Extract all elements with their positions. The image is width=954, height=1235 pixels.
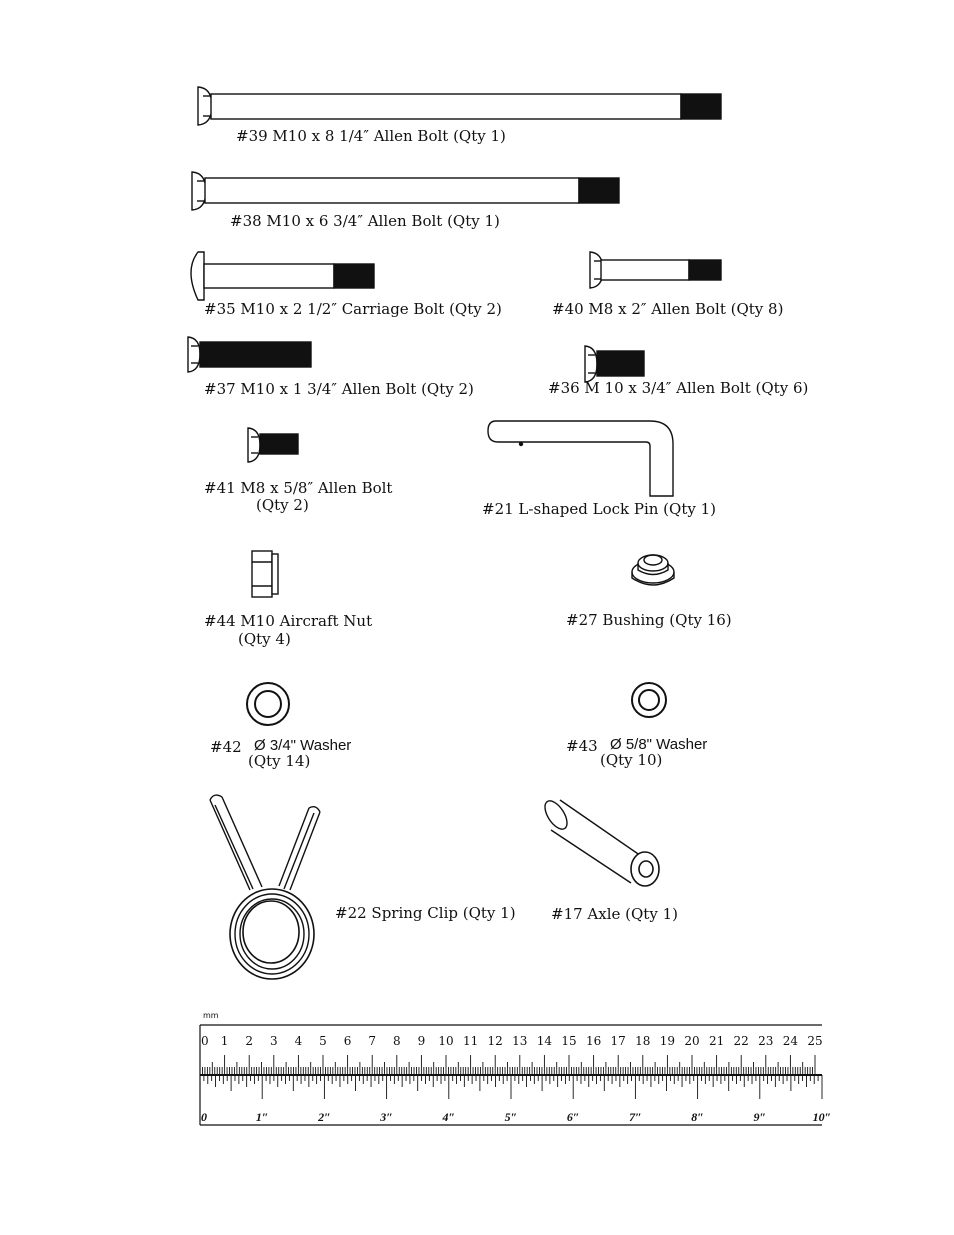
- part-41-qty: (Qty 2): [256, 496, 309, 514]
- part-44-label: #44 M10 Aircraft Nut: [204, 612, 373, 630]
- ruler-cm-label: 16: [586, 1034, 601, 1048]
- ruler-cm-label: 21: [709, 1034, 724, 1048]
- part-42-label: #42: [210, 738, 242, 756]
- bolt-38-drawing: [191, 171, 620, 211]
- ruler-inch-label: 8″: [691, 1110, 704, 1124]
- ruler-drawing: [199, 1024, 823, 1126]
- bolt-39-drawing: [197, 86, 722, 126]
- ruler-cm-label: 25: [807, 1034, 822, 1048]
- part-39-label: #39 M10 x 8 1/4″ Allen Bolt (Qty 1): [236, 127, 506, 145]
- washer-43-drawing: [631, 682, 667, 718]
- ruler-cm-label: 6: [344, 1034, 352, 1048]
- washer-42-drawing: [246, 682, 290, 726]
- bolt-40-drawing: [589, 251, 722, 289]
- bushing-27-drawing: [631, 554, 675, 586]
- ruler-cm-label: 24: [783, 1034, 799, 1048]
- ruler-cm-label: 1: [221, 1034, 229, 1048]
- ruler-cm-label: 11: [463, 1034, 478, 1048]
- ruler-cm-label: 15: [561, 1034, 576, 1048]
- ruler-cm-label: 4: [295, 1034, 303, 1048]
- nut-44-drawing: [251, 550, 279, 598]
- bolt-37-drawing: [187, 336, 312, 373]
- ruler-cm-label: 8: [393, 1034, 401, 1048]
- part-40-label: #40 M8 x 2″ Allen Bolt (Qty 8): [552, 300, 784, 318]
- part-27-label: #27 Bushing (Qty 16): [566, 611, 732, 629]
- ruler-inch-label: 1″: [256, 1110, 269, 1124]
- ruler-cm-label: 0: [201, 1034, 209, 1048]
- ruler-cm-label: 12: [488, 1034, 503, 1048]
- bolt-36-drawing: [584, 345, 645, 383]
- part-22-label: #22 Spring Clip (Qty 1): [335, 904, 516, 922]
- part-43-qty: (Qty 10): [600, 751, 663, 769]
- ruler-cm-label: 14: [537, 1034, 553, 1048]
- ruler-inch-label: 4″: [441, 1110, 455, 1124]
- lock-pin-21-drawing: [487, 420, 674, 497]
- ruler-mm-unit: mm: [203, 1011, 219, 1020]
- ruler-cm-label: 13: [512, 1034, 527, 1048]
- part-38-label: #38 M10 x 6 3/4″ Allen Bolt (Qty 1): [230, 212, 500, 230]
- part-36-label: #36 M 10 x 3/4″ Allen Bolt (Qty 6): [548, 379, 809, 397]
- part-21-label: #21 L-shaped Lock Pin (Qty 1): [482, 500, 716, 518]
- ruler-inch-label: 7″: [629, 1110, 642, 1124]
- part-41-label: #41 M8 x 5/8″ Allen Bolt: [204, 479, 393, 497]
- part-37-label: #37 M10 x 1 3/4″ Allen Bolt (Qty 2): [204, 380, 474, 398]
- part-43-desc: Ø 5/8" Washer: [610, 736, 708, 753]
- axle-17-drawing: [544, 799, 660, 887]
- ruler-cm-label: 7: [368, 1034, 376, 1048]
- spring-clip-22-drawing: [209, 794, 321, 980]
- ruler-cm-label: 2: [245, 1034, 253, 1048]
- ruler-inch-label: 3″: [379, 1110, 393, 1124]
- ruler-cm-label: 18: [635, 1034, 650, 1048]
- ruler-cm-label: 17: [611, 1034, 626, 1048]
- ruler-inch-label: 5″: [505, 1110, 518, 1124]
- ruler-cm-label: 19: [660, 1034, 675, 1048]
- ruler-cm-label: 20: [684, 1034, 699, 1048]
- ruler-cm-label: 23: [758, 1034, 773, 1048]
- ruler-cm-label: 5: [319, 1034, 327, 1048]
- part-17-label: #17 Axle (Qty 1): [551, 905, 678, 923]
- part-42-qty: (Qty 14): [248, 752, 311, 770]
- part-42-desc: Ø 3/4" Washer: [254, 737, 352, 754]
- bolt-35-drawing: [190, 251, 375, 301]
- ruler-cm-label: 10: [438, 1034, 453, 1048]
- ruler-inch-label: 6″: [567, 1110, 580, 1124]
- ruler-cm-label: 3: [270, 1034, 278, 1048]
- bolt-41-drawing: [247, 427, 299, 463]
- part-43-label: #43: [566, 737, 598, 755]
- part-35-label: #35 M10 x 2 1/2″ Carriage Bolt (Qty 2): [204, 300, 502, 318]
- ruler-inch-label: 2″: [317, 1110, 331, 1124]
- ruler-inch-label: 9″: [753, 1110, 766, 1124]
- ruler-cm-label: 9: [418, 1034, 426, 1048]
- part-44-qty: (Qty 4): [238, 630, 291, 648]
- ruler-inch-label: 0: [201, 1110, 207, 1124]
- ruler-cm-label: 22: [734, 1034, 749, 1048]
- ruler-inch-label: 10″: [813, 1110, 832, 1124]
